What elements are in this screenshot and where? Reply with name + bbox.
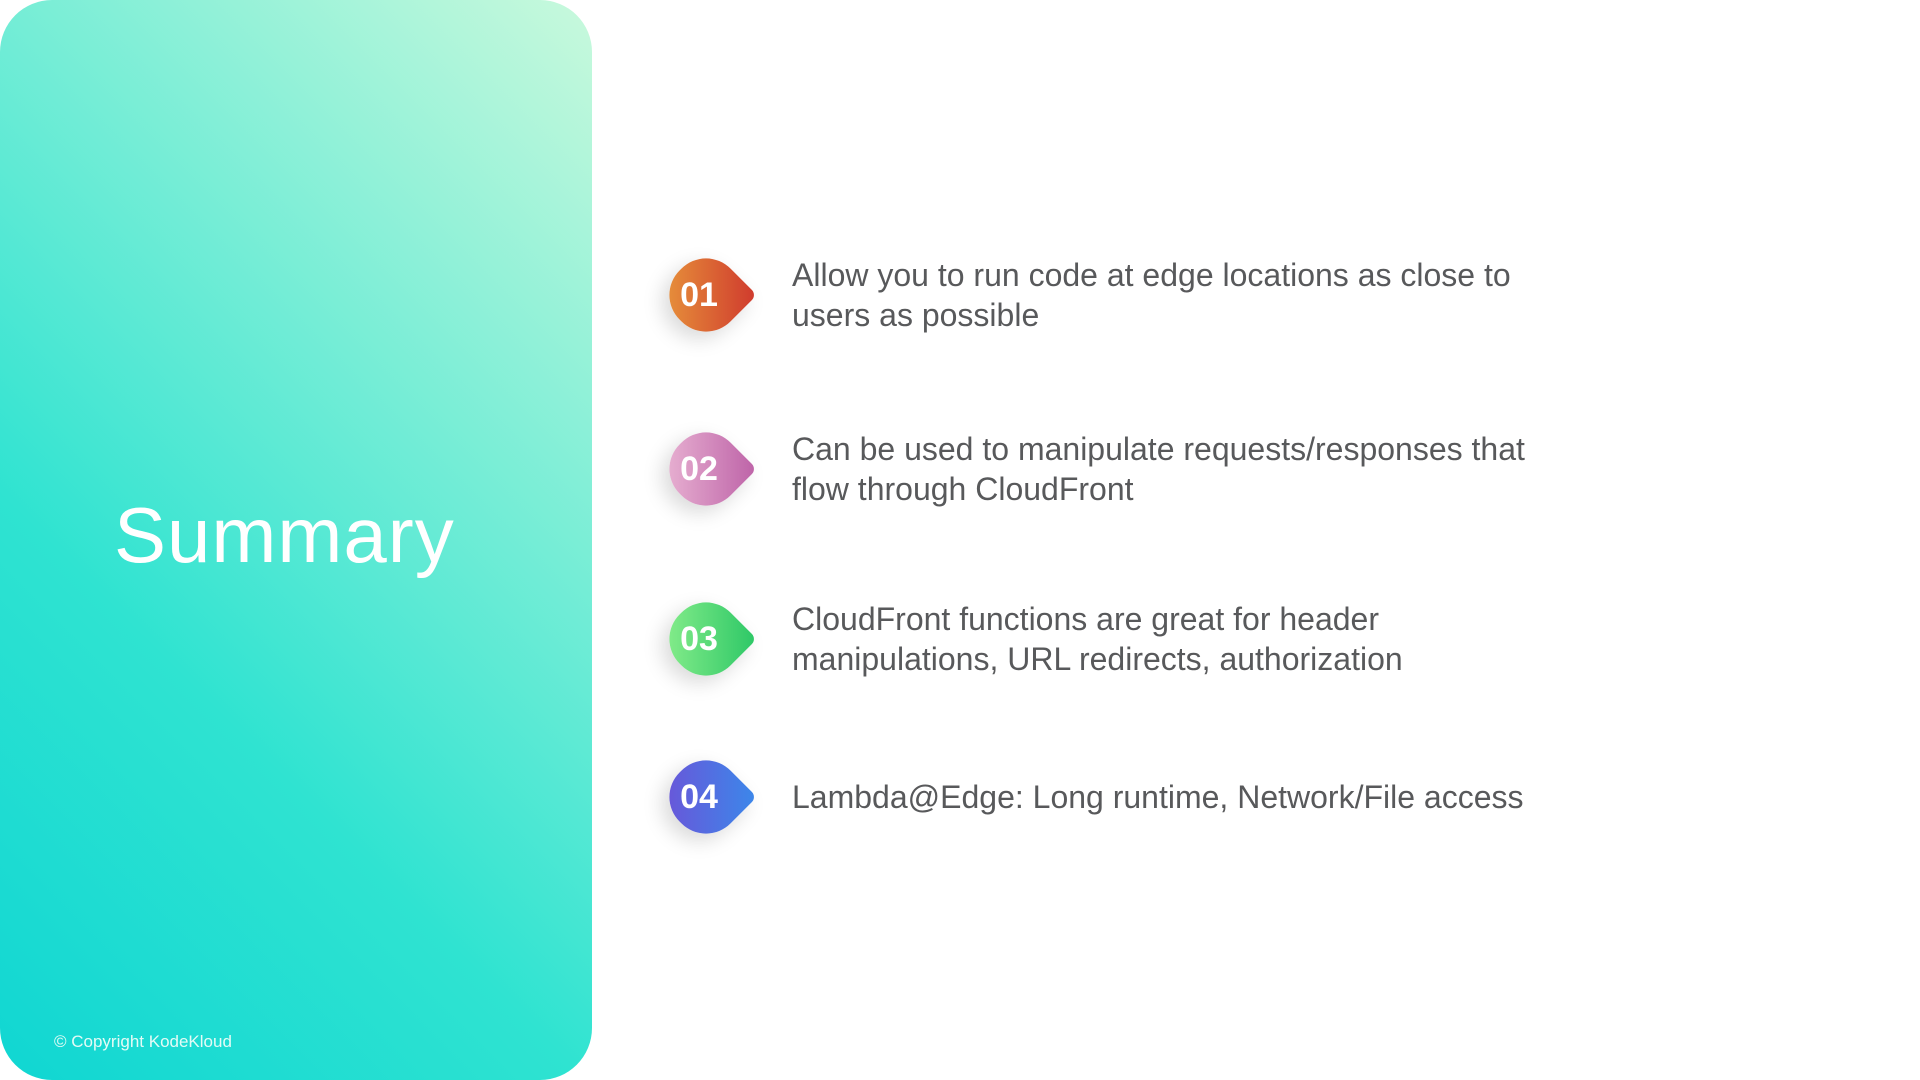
- item-badge: 02: [655, 418, 757, 520]
- item-text: Lambda@Edge: Long runtime, Network/File …: [792, 777, 1524, 817]
- text-line-1: Can be used to manipulate requests/respo…: [792, 431, 1525, 467]
- item-text: Allow you to run code at edge locations …: [792, 255, 1511, 335]
- list-item: 01 Allow you to run code at edge locatio…: [655, 244, 1511, 346]
- text-line-2: manipulations, URL redirects, authorizat…: [792, 641, 1403, 677]
- badge-number: 04: [680, 777, 718, 816]
- text-line-2: users as possible: [792, 297, 1040, 333]
- slide-title: Summary: [114, 491, 455, 579]
- text-line-1: Lambda@Edge: Long runtime, Network/File …: [792, 779, 1524, 815]
- list-item: 03 CloudFront functions are great for he…: [655, 588, 1403, 690]
- text-line-1: Allow you to run code at edge locations …: [792, 257, 1511, 293]
- item-badge: 04: [655, 746, 757, 848]
- list-item: 04 Lambda@Edge: Long runtime, Network/Fi…: [655, 746, 1524, 848]
- title-panel: Summary © Copyright KodeKloud: [0, 0, 592, 1080]
- badge-number: 01: [680, 275, 718, 314]
- item-badge: 01: [655, 244, 757, 346]
- badge-number: 02: [680, 449, 718, 488]
- text-line-1: CloudFront functions are great for heade…: [792, 601, 1379, 637]
- item-text: CloudFront functions are great for heade…: [792, 599, 1403, 679]
- item-badge: 03: [655, 588, 757, 690]
- item-text: Can be used to manipulate requests/respo…: [792, 429, 1525, 509]
- badge-number: 03: [680, 619, 718, 658]
- copyright-text: © Copyright KodeKloud: [54, 1032, 232, 1051]
- list-item: 02 Can be used to manipulate requests/re…: [655, 418, 1525, 520]
- text-line-2: flow through CloudFront: [792, 471, 1134, 507]
